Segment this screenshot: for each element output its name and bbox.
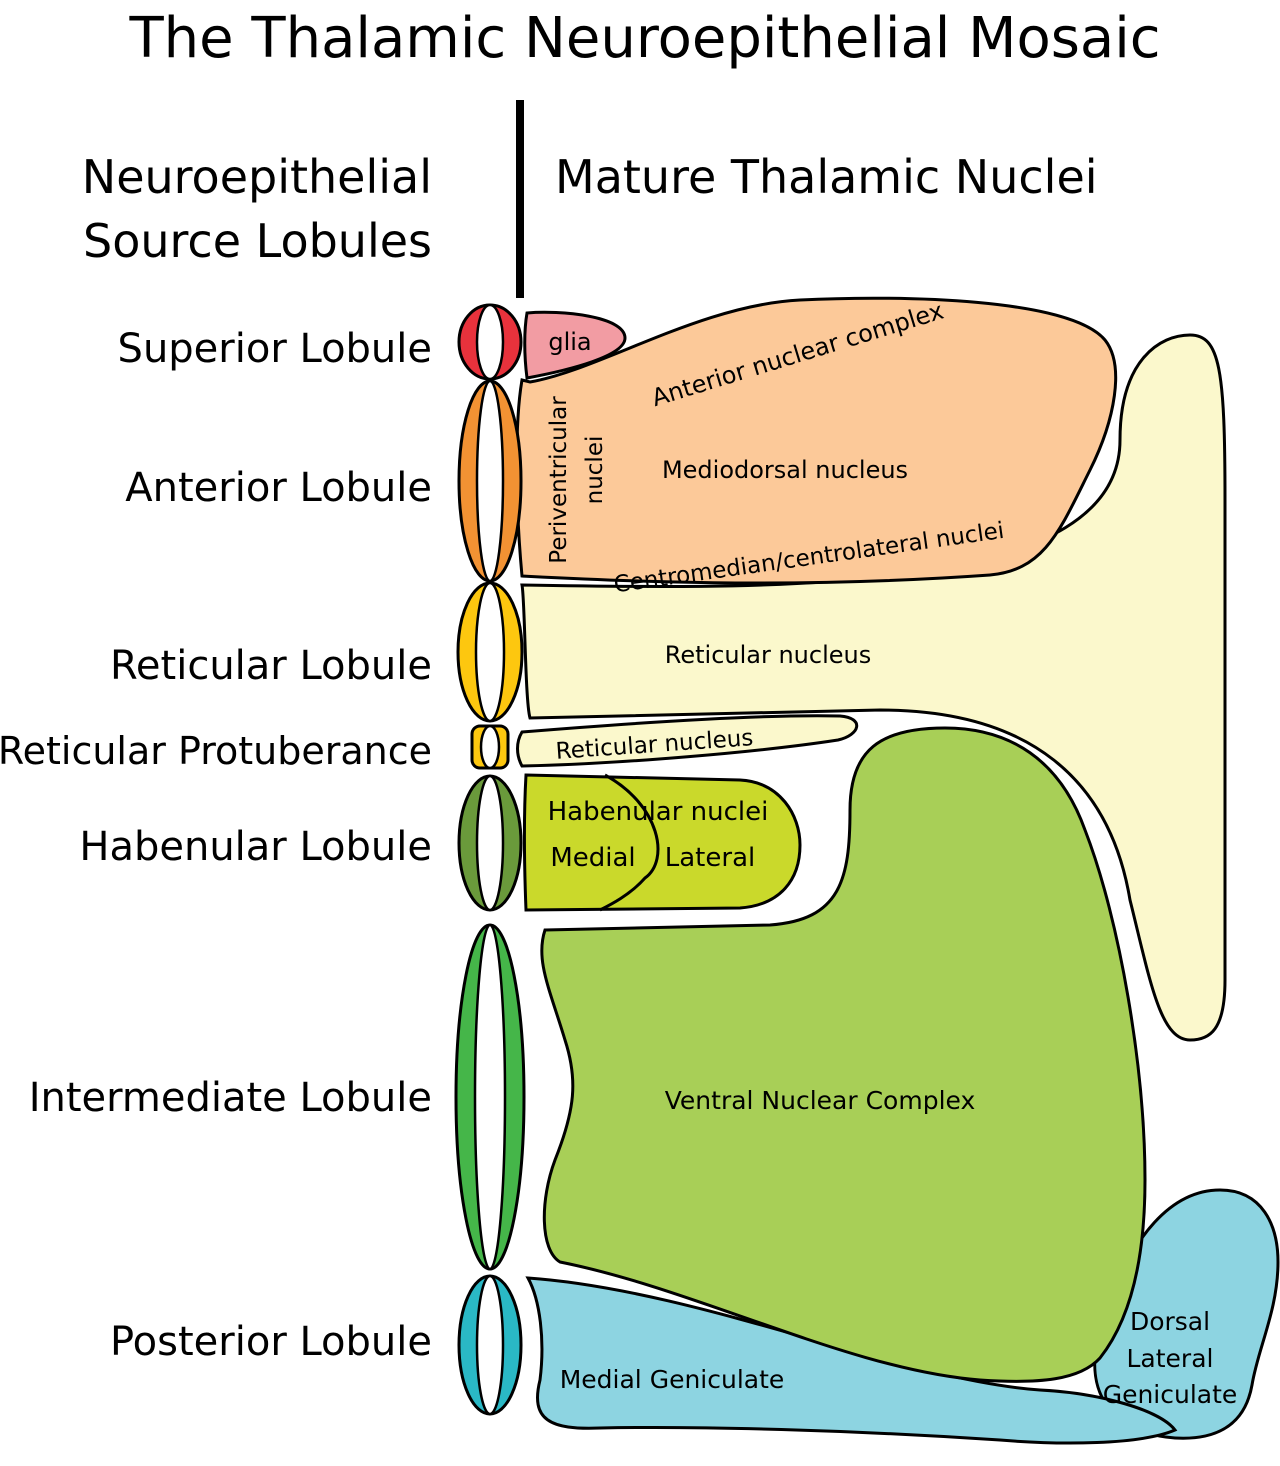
lobule-reticular-protuberance <box>470 724 510 770</box>
lobule-label-reticular-protuberance: Reticular Protuberance <box>0 729 432 773</box>
lobule-anterior <box>457 379 523 583</box>
lobule-label-intermediate: Intermediate Lobule <box>29 1075 432 1121</box>
left-header-line1: Neuroepithelial <box>82 150 432 204</box>
lobule-posterior <box>457 1274 523 1416</box>
lobule-superior <box>457 303 523 381</box>
lobule-label-reticular: Reticular Lobule <box>110 643 432 689</box>
anterior-group-region <box>515 296 1118 585</box>
lobule-intermediate <box>454 923 526 1271</box>
glia-region <box>523 310 627 380</box>
dorsal-lateral-geniculate-label-line2: Lateral <box>1127 1344 1214 1373</box>
lobule-label-posterior: Posterior Lobule <box>110 1319 432 1365</box>
periventricular-label-line1: Periventricular <box>546 396 572 564</box>
page-title: The Thalamic Neuroepithelial Mosaic <box>128 6 1160 71</box>
lobule-reticular <box>456 581 524 723</box>
lobule-label-anterior: Anterior Lobule <box>125 465 432 511</box>
reticular-nucleus-main-label: Reticular nucleus <box>665 641 871 669</box>
left-header-line2: Source Lobules <box>83 214 432 268</box>
ventral-nuclear-complex-region <box>540 726 1147 1383</box>
habenular-divider <box>599 773 660 912</box>
periventricular-label-line2: nuclei <box>582 436 608 505</box>
dorsal-lateral-geniculate-label-line3: Geniculate <box>1103 1380 1238 1409</box>
lobule-label-superior: Superior Lobule <box>118 326 432 372</box>
glia-label: glia <box>548 328 591 356</box>
ventral-nuclear-complex-label: Ventral Nuclear Complex <box>665 1086 976 1115</box>
lobule-label-habenular: Habenular Lobule <box>79 824 432 870</box>
habenular-nuclei-label: Habenular nuclei <box>548 797 769 827</box>
dorsal-lateral-geniculate-label-line1: Dorsal <box>1130 1307 1210 1336</box>
reticular-nucleus-small-region <box>516 714 859 768</box>
habenular-lateral-label: Lateral <box>665 843 755 873</box>
right-header: Mature Thalamic Nuclei <box>555 150 1098 204</box>
lobule-habenular <box>457 774 523 912</box>
medial-geniculate-label: Medial Geniculate <box>560 1365 785 1394</box>
mediodorsal-nucleus-label: Mediodorsal nucleus <box>662 456 908 484</box>
habenular-medial-label: Medial <box>550 843 635 873</box>
habenular-nuclei-region <box>523 773 802 912</box>
